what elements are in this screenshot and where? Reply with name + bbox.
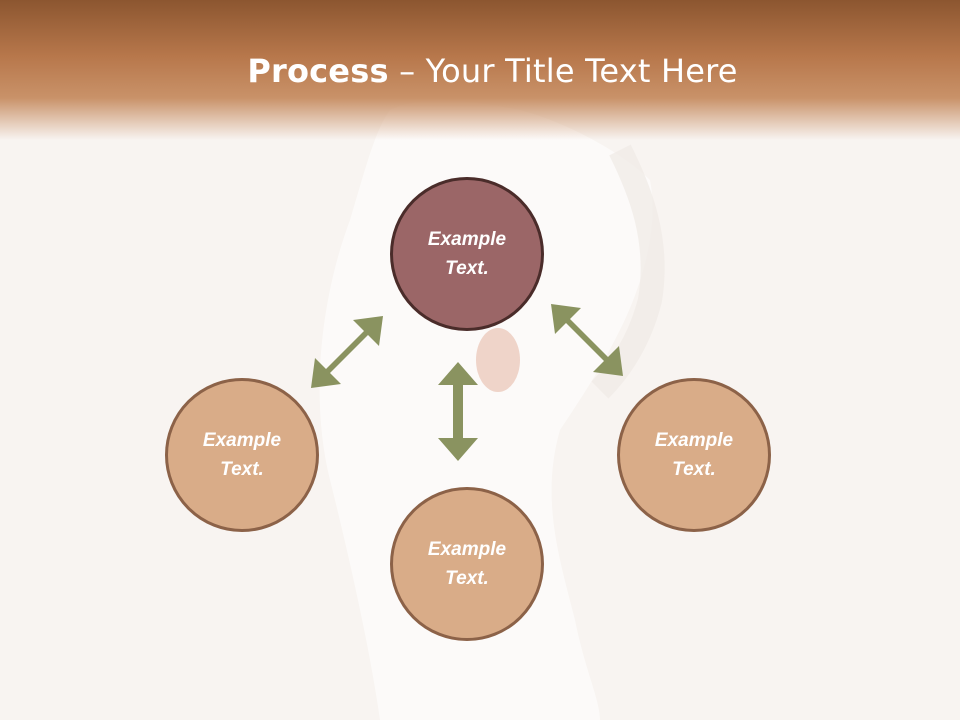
node-center: Example Text. [390, 177, 544, 331]
node-bottom-label: Example Text. [427, 539, 507, 589]
node-left-label: Example Text. [202, 430, 282, 480]
node-bottom: Example Text. [390, 487, 544, 641]
header-bar [0, 0, 960, 140]
node-left: Example Text. [165, 378, 319, 532]
arrow-right-diagonal [551, 304, 623, 376]
title-bold: Process [247, 52, 389, 90]
arrow-left-diagonal [311, 316, 383, 388]
node-right: Example Text. [617, 378, 771, 532]
title-rest: – Your Title Text Here [388, 52, 738, 90]
node-center-label: Example Text. [427, 229, 507, 279]
node-right-label: Example Text. [654, 430, 734, 480]
arrow-vertical [438, 362, 478, 461]
slide-title: Process – Your Title Text Here [0, 52, 960, 90]
